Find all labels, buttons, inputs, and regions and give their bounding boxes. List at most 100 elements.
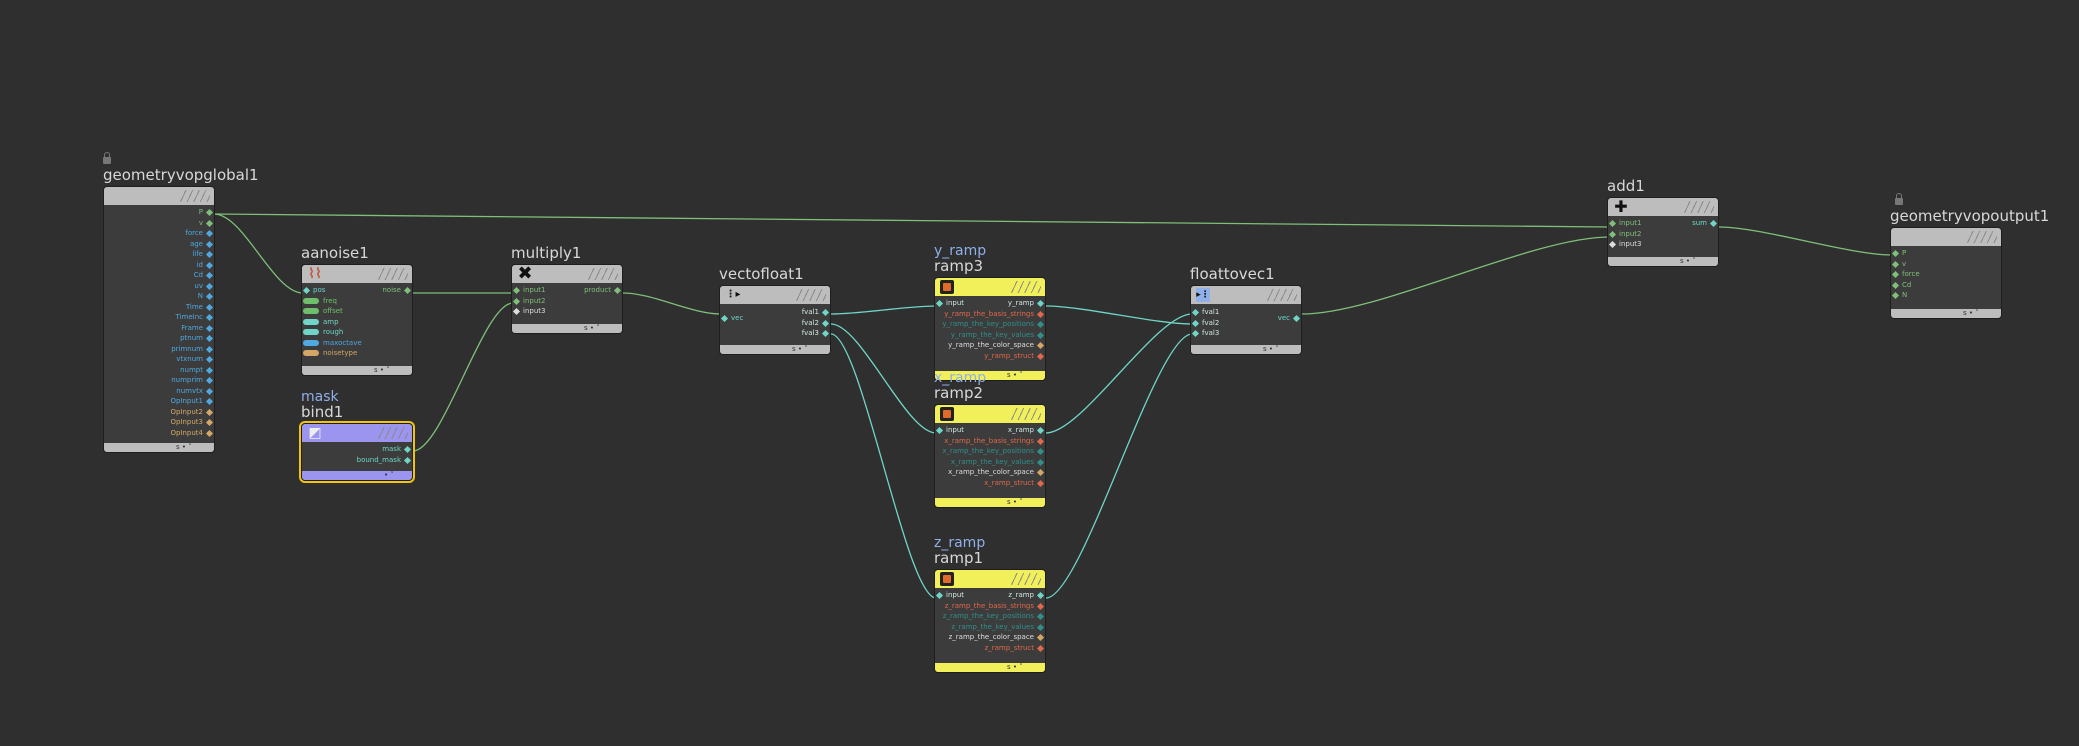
node-footer[interactable]: s • ˅	[935, 498, 1045, 507]
parm-pill[interactable]	[303, 297, 319, 304]
port-z_ramp_the_key_values[interactable]: z_ramp_the_key_values	[935, 622, 1045, 633]
node-footer[interactable]: s • ˅	[302, 366, 412, 375]
port-OpInput1[interactable]: OpInput1	[104, 396, 214, 407]
node-footer[interactable]: s • ˅	[1608, 257, 1718, 266]
port-noise[interactable]: noise	[382, 285, 412, 296]
port-fval3[interactable]: fval3	[1191, 328, 1301, 339]
port-maxoctave[interactable]: maxoctave	[302, 338, 412, 349]
port-force[interactable]: force	[104, 228, 214, 239]
port-TimeInc[interactable]: TimeInc	[104, 312, 214, 323]
node-footer[interactable]: s • ˅	[935, 371, 1045, 380]
port-fval2[interactable]: fval2	[1191, 318, 1301, 329]
port-input1[interactable]: input1	[512, 285, 622, 296]
port-vtxnum[interactable]: vtxnum	[104, 354, 214, 365]
port-primnum[interactable]: primnum	[104, 344, 214, 355]
port-z_ramp_the_color_space[interactable]: z_ramp_the_color_space	[935, 632, 1045, 643]
port-mask[interactable]: mask	[302, 444, 412, 455]
wire-fval1-to-ramp3[interactable]	[830, 305, 937, 315]
port-x_ramp[interactable]: x_ramp	[935, 425, 1045, 436]
node-footer[interactable]: • ˅	[302, 471, 412, 480]
node-footer[interactable]: s • ˅	[1891, 309, 2001, 318]
port-fval2[interactable]: fval2	[720, 318, 830, 329]
port-Cd[interactable]: Cd	[1891, 280, 2001, 291]
port-Cd[interactable]: Cd	[104, 270, 214, 281]
port-fval1[interactable]: fval1	[1191, 307, 1301, 318]
port-y_ramp_the_key_positions[interactable]: y_ramp_the_key_positions	[935, 319, 1045, 330]
port-x_ramp_struct[interactable]: x_ramp_struct	[935, 478, 1045, 489]
node-header[interactable]: ▸⋮	[1191, 286, 1301, 304]
node-header[interactable]: ⋮▸	[720, 286, 830, 304]
parm-pill[interactable]	[303, 308, 319, 314]
wire-fval2-to-ramp2[interactable]	[830, 323, 937, 434]
port-product[interactable]: product	[584, 285, 622, 296]
port-vec[interactable]: vec	[1278, 313, 1301, 324]
port-sum[interactable]: sum	[1692, 218, 1718, 229]
node-header[interactable]	[935, 570, 1045, 588]
port-fval3[interactable]: fval3	[720, 328, 830, 339]
port-id[interactable]: id	[104, 260, 214, 271]
port-P[interactable]: P	[1891, 248, 2001, 259]
parm-pill[interactable]	[303, 350, 319, 356]
port-uv[interactable]: uv	[104, 281, 214, 292]
node-header[interactable]: ✚	[1608, 198, 1718, 216]
port-Frame[interactable]: Frame	[104, 323, 214, 334]
node-footer[interactable]: s • ˅	[1191, 345, 1301, 354]
port-y_ramp[interactable]: y_ramp	[935, 298, 1045, 309]
port-noisetype[interactable]: noisetype	[302, 348, 412, 359]
port-v[interactable]: v	[1891, 259, 2001, 270]
wire-mask-to-input2[interactable]	[412, 302, 514, 452]
wire-fval3-to-ramp1[interactable]	[830, 333, 937, 599]
port-N[interactable]: N	[1891, 290, 2001, 301]
wire-yramp-to-fval2[interactable]	[1045, 305, 1193, 325]
node-header[interactable]	[935, 278, 1045, 296]
port-input2[interactable]: input2	[1608, 229, 1718, 240]
node-header[interactable]: ◩	[302, 424, 412, 442]
port-OpInput2[interactable]: OpInput2	[104, 407, 214, 418]
port-z_ramp_the_key_positions[interactable]: z_ramp_the_key_positions	[935, 611, 1045, 622]
node-header[interactable]: ⌇⌇	[302, 265, 412, 283]
node-footer[interactable]: s • ˅	[512, 324, 622, 333]
port-offset[interactable]: offset	[302, 306, 412, 317]
node-header[interactable]	[935, 405, 1045, 423]
node-header[interactable]	[1891, 228, 2001, 246]
port-x_ramp_the_key_values[interactable]: x_ramp_the_key_values	[935, 457, 1045, 468]
parm-pill[interactable]	[303, 339, 319, 346]
node-footer[interactable]: s • ˅	[935, 663, 1045, 672]
port-numprim[interactable]: numprim	[104, 375, 214, 386]
port-y_ramp_struct[interactable]: y_ramp_struct	[935, 351, 1045, 362]
port-life[interactable]: life	[104, 249, 214, 260]
port-input3[interactable]: input3	[512, 306, 622, 317]
port-x_ramp_the_color_space[interactable]: x_ramp_the_color_space	[935, 467, 1045, 478]
port-numpt[interactable]: numpt	[104, 365, 214, 376]
port-bound_mask[interactable]: bound_mask	[302, 455, 412, 466]
port-amp[interactable]: amp	[302, 317, 412, 328]
parm-pill[interactable]	[303, 329, 319, 335]
port-y_ramp_the_key_values[interactable]: y_ramp_the_key_values	[935, 330, 1045, 341]
port-freq[interactable]: freq	[302, 296, 412, 307]
node-footer[interactable]: s • ˅	[104, 443, 214, 452]
port-force[interactable]: force	[1891, 269, 2001, 280]
port-x_ramp_the_basis_strings[interactable]: x_ramp_the_basis_strings	[935, 436, 1045, 447]
port-rough[interactable]: rough	[302, 327, 412, 338]
port-OpInput4[interactable]: OpInput4	[104, 428, 214, 439]
node-header[interactable]	[104, 187, 214, 205]
port-fval1[interactable]: fval1	[720, 307, 830, 318]
port-input[interactable]: input	[935, 590, 964, 601]
port-P[interactable]: P	[104, 207, 214, 218]
port-N[interactable]: N	[104, 291, 214, 302]
port-pos[interactable]: pos	[302, 285, 412, 296]
wire-product-to-vec[interactable]	[622, 292, 722, 315]
wire-sum-to-P[interactable]	[1718, 226, 1893, 256]
port-ptnum[interactable]: ptnum	[104, 333, 214, 344]
port-numvtx[interactable]: numvtx	[104, 386, 214, 397]
